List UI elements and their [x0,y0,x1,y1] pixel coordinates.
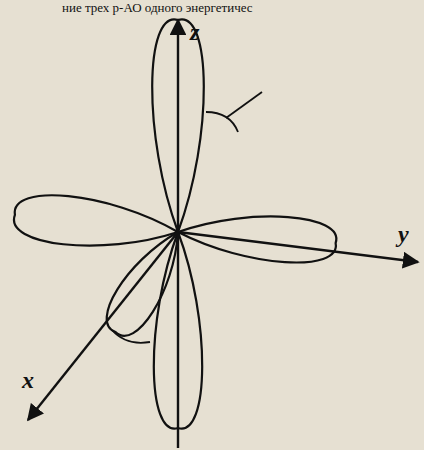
axis-arrow [178,232,418,262]
angle-arc [206,112,238,132]
axis-arrow [28,232,178,420]
angle-tick [226,92,262,118]
caption-fragment: ние трех р-АО одного энергетичес [62,1,253,14]
orbital-lobe [176,209,337,265]
axis-label: x [22,368,34,392]
orbital-lobe [98,221,196,344]
axis-label: z [190,20,199,44]
angle-arc [112,330,150,343]
axis-label: y [398,222,409,246]
